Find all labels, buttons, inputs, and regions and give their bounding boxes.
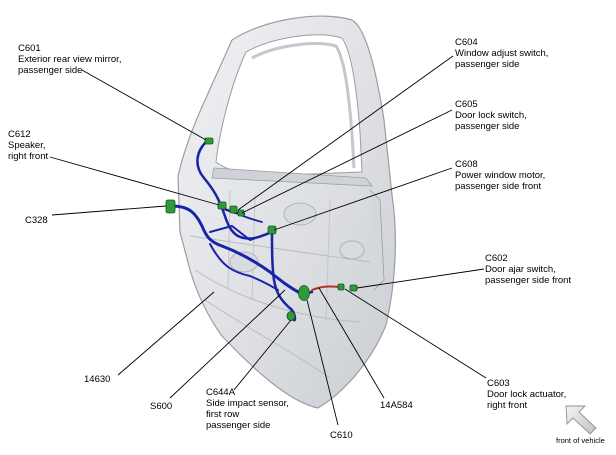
callout-c601: C601 Exterior rear view mirror, passenge…: [18, 43, 121, 76]
door-shell: [177, 15, 396, 409]
callout-c602: C602 Door ajar switch, passenger side fr…: [485, 253, 571, 286]
callout-c328: C328: [25, 215, 48, 226]
callout-code: C610: [330, 430, 353, 441]
callout-s600: S600: [150, 401, 172, 412]
connector-c328: [165, 199, 176, 214]
connector-c605: [237, 209, 245, 217]
callout-code: C603: [487, 378, 510, 389]
callout-c608: C608 Power window motor, passenger side …: [455, 159, 545, 192]
connector-c608: [267, 225, 277, 235]
callout-code: S600: [150, 401, 173, 412]
callout-code: C608: [455, 159, 478, 170]
callout-c604: C604 Window adjust switch, passenger sid…: [455, 37, 548, 70]
connector-c604: [229, 205, 238, 214]
callout-code: 14630: [84, 374, 111, 385]
callout-desc: Power window motor, passenger side front: [455, 170, 546, 192]
callout-code: C328: [25, 215, 48, 226]
callout-14a584: 14A584: [380, 400, 413, 411]
connector-c603: [337, 283, 345, 291]
callout-code: C601: [18, 43, 41, 54]
callout-14630: 14630: [84, 374, 110, 385]
callout-desc: Door lock switch, passenger side: [455, 110, 527, 132]
front-of-vehicle-label: front of vehicle: [556, 436, 605, 445]
callout-code: C605: [455, 99, 478, 110]
callout-c610: C610: [330, 430, 353, 441]
callout-desc: Door ajar switch, passenger side front: [485, 264, 572, 286]
callout-c605: C605 Door lock switch, passenger side: [455, 99, 527, 132]
connector-c610: [298, 285, 310, 301]
callout-desc: Door lock actuator, right front: [487, 389, 567, 411]
callout-desc: Side impact sensor, first row passenger …: [206, 398, 289, 431]
callout-desc: Window adjust switch, passenger side: [455, 48, 549, 70]
connector-c644a: [286, 311, 296, 321]
front-arrow-icon: [565, 405, 597, 435]
connector-c602: [349, 284, 358, 292]
callout-code: C604: [455, 37, 478, 48]
callout-code: 14A584: [380, 400, 413, 411]
leader-lines: [49, 55, 487, 426]
connectors: [165, 137, 358, 321]
callout-c612: C612 Speaker, right front: [8, 129, 48, 162]
callout-c603: C603 Door lock actuator, right front: [487, 378, 566, 411]
connector-c612: [217, 201, 227, 210]
callout-code: C612: [8, 129, 31, 140]
connector-c601: [204, 137, 214, 145]
callout-code: C644A: [206, 387, 236, 398]
callout-code: C602: [485, 253, 508, 264]
callout-desc: Speaker, right front: [8, 140, 49, 162]
callout-c644a: C644A Side impact sensor, first row pass…: [206, 387, 289, 431]
callout-desc: Exterior rear view mirror, passenger sid…: [18, 54, 122, 76]
